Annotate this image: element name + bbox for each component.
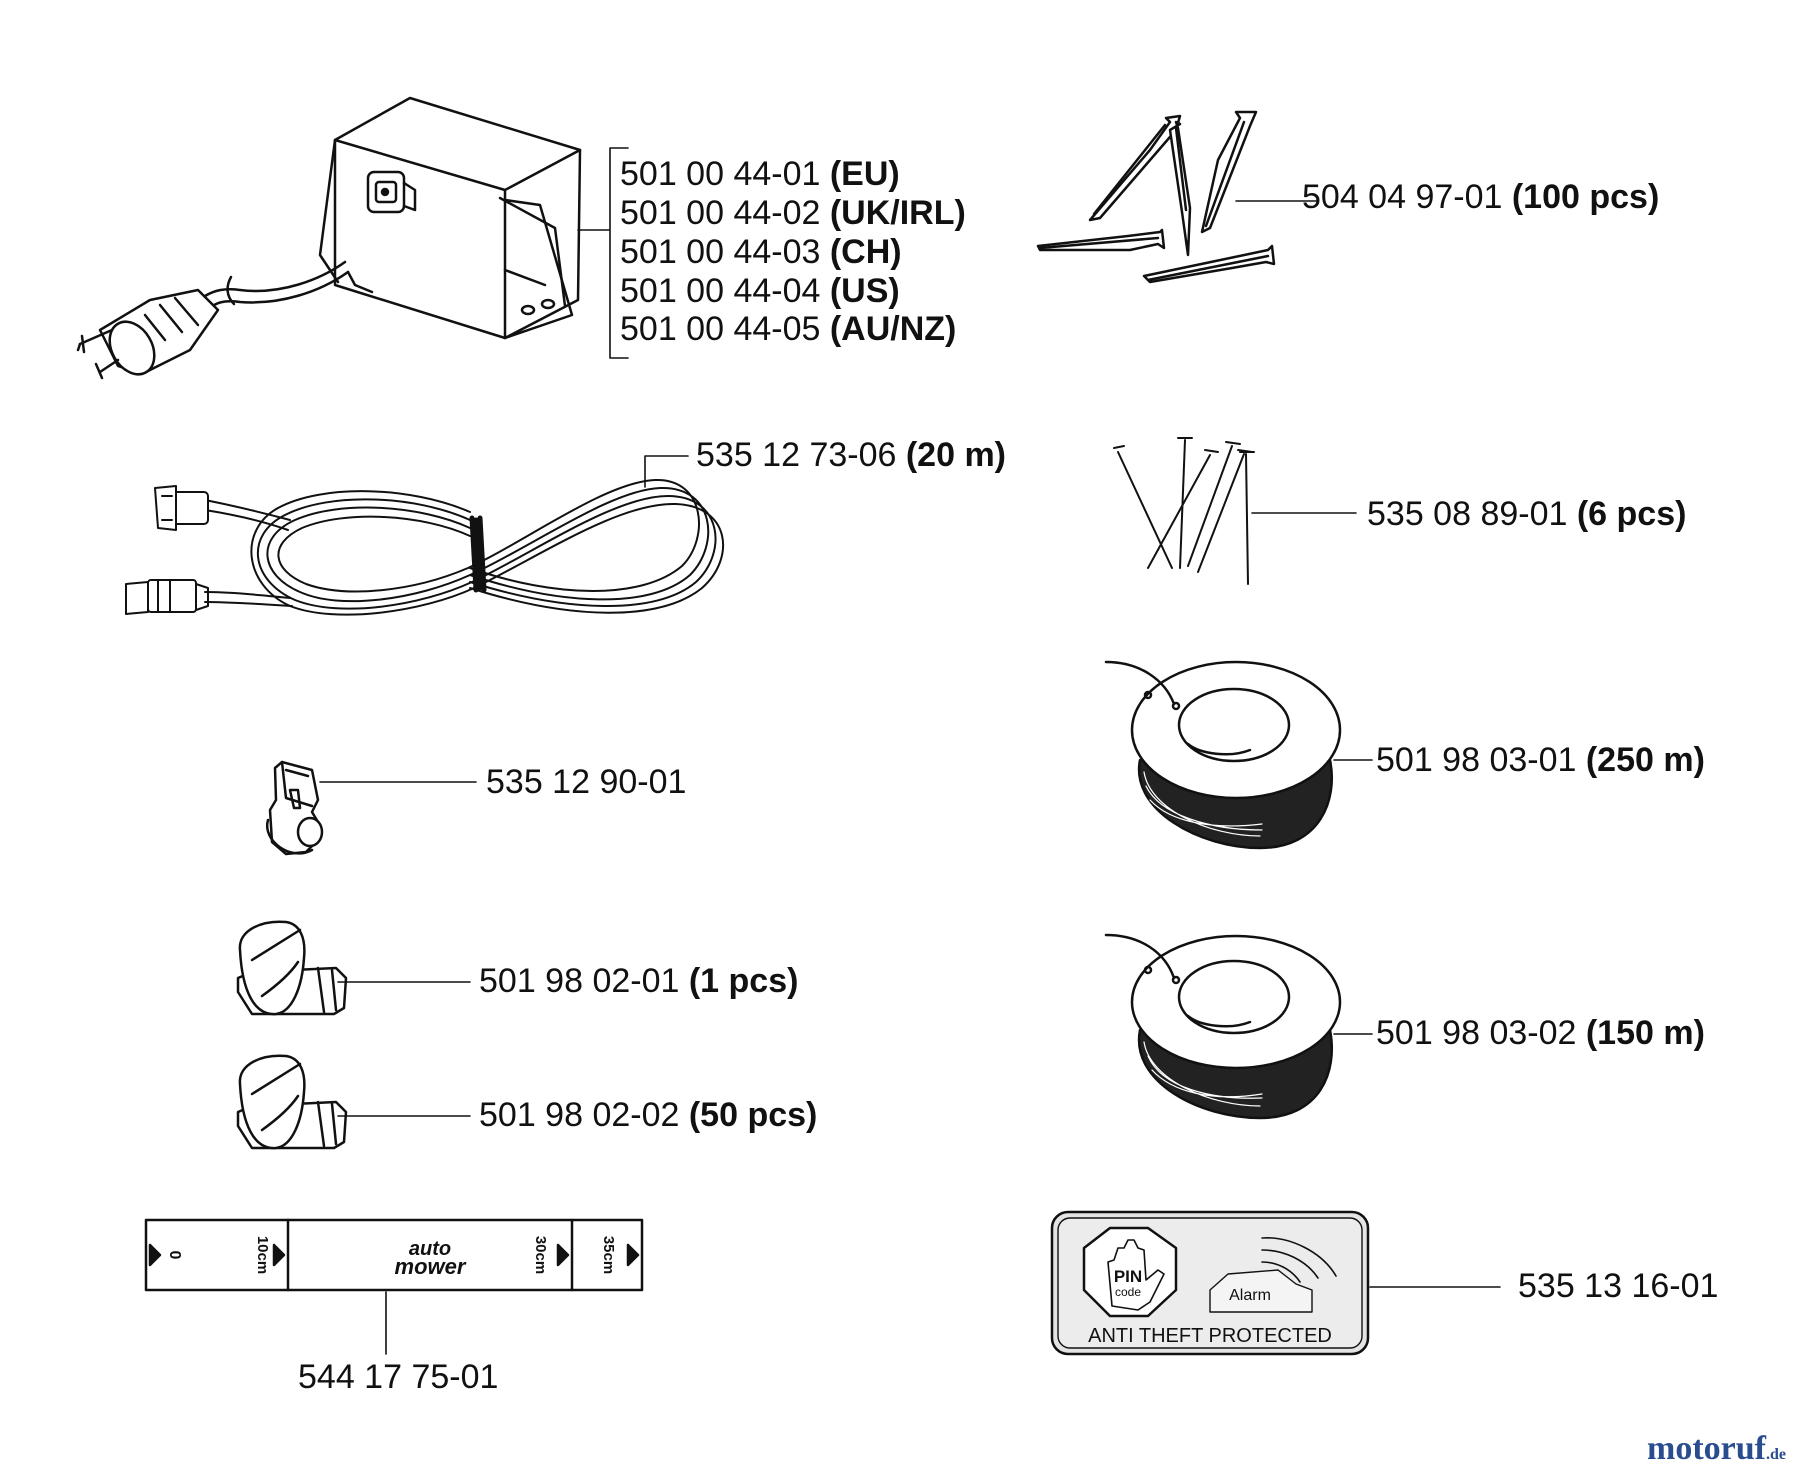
part-label-transformer-eu: 501 00 44-01 (EU) (620, 155, 900, 193)
part-label-ruler: 544 17 75-01 (298, 1358, 499, 1396)
part-label-transformer-ch: 501 00 44-03 (CH) (620, 233, 902, 271)
part-label-transformer-uk-irl: 501 00 44-02 (UK/IRL) (620, 194, 966, 232)
ruler-tick-35cm: 35cm (600, 1236, 617, 1274)
pegs-illustration (1036, 110, 1276, 284)
ruler-tick-10cm: 10cm (254, 1236, 271, 1274)
ruler-tick-zero: 0 (166, 1251, 183, 1260)
coupler-1-illustration (236, 920, 348, 1016)
part-label-transformer-us: 501 00 44-04 (US) (620, 272, 900, 310)
cable-leader (644, 455, 689, 488)
alarm-signal-icon (1261, 1237, 1337, 1283)
spool-150-illustration (1104, 933, 1342, 1120)
part-label-transformer-au-nz: 501 00 44-05 (AU/NZ) (620, 310, 957, 348)
ruler-tick-30cm: 30cm (532, 1236, 549, 1274)
cable-illustration (125, 478, 725, 616)
sticker-pin: PIN (1114, 1267, 1142, 1286)
part-label-spool-250: 501 98 03-01 (250 m) (1376, 741, 1705, 779)
sticker-alarm: Alarm (1229, 1287, 1271, 1304)
part-label-coupler-50: 501 98 02-02 (50 pcs) (479, 1096, 818, 1134)
ruler-logo-line-1: auto (409, 1238, 451, 1260)
transformer-illustration (76, 96, 582, 380)
coupler-50-illustration (236, 1054, 348, 1150)
part-label-spool-150: 501 98 03-02 (150 m) (1376, 1014, 1705, 1052)
clip-illustration (265, 760, 324, 856)
part-label-pegs: 504 04 97-01 (100 pcs) (1302, 178, 1660, 216)
ruler-illustration (144, 1218, 644, 1292)
part-label-sticker: 535 13 16-01 (1518, 1267, 1719, 1305)
watermark: motoruf.de (1647, 1430, 1786, 1467)
part-label-coupler-1: 501 98 02-01 (1 pcs) (479, 962, 799, 1000)
sticker-caption: ANTI THEFT PROTECTED (1088, 1325, 1332, 1347)
ruler-logo-line-2: mower (395, 1254, 467, 1279)
car-icon (1209, 1269, 1313, 1313)
sticker-illustration (1050, 1210, 1370, 1356)
part-label-cable: 535 12 73-06 (20 m) (696, 436, 1006, 474)
sticker-code: code (1115, 1285, 1141, 1299)
spool-250-illustration (1104, 660, 1342, 850)
nails-illustration (1113, 437, 1255, 585)
part-label-nails: 535 08 89-01 (6 pcs) (1367, 495, 1687, 533)
part-label-clip: 535 12 90-01 (486, 763, 687, 801)
transformer-leader (577, 147, 629, 359)
